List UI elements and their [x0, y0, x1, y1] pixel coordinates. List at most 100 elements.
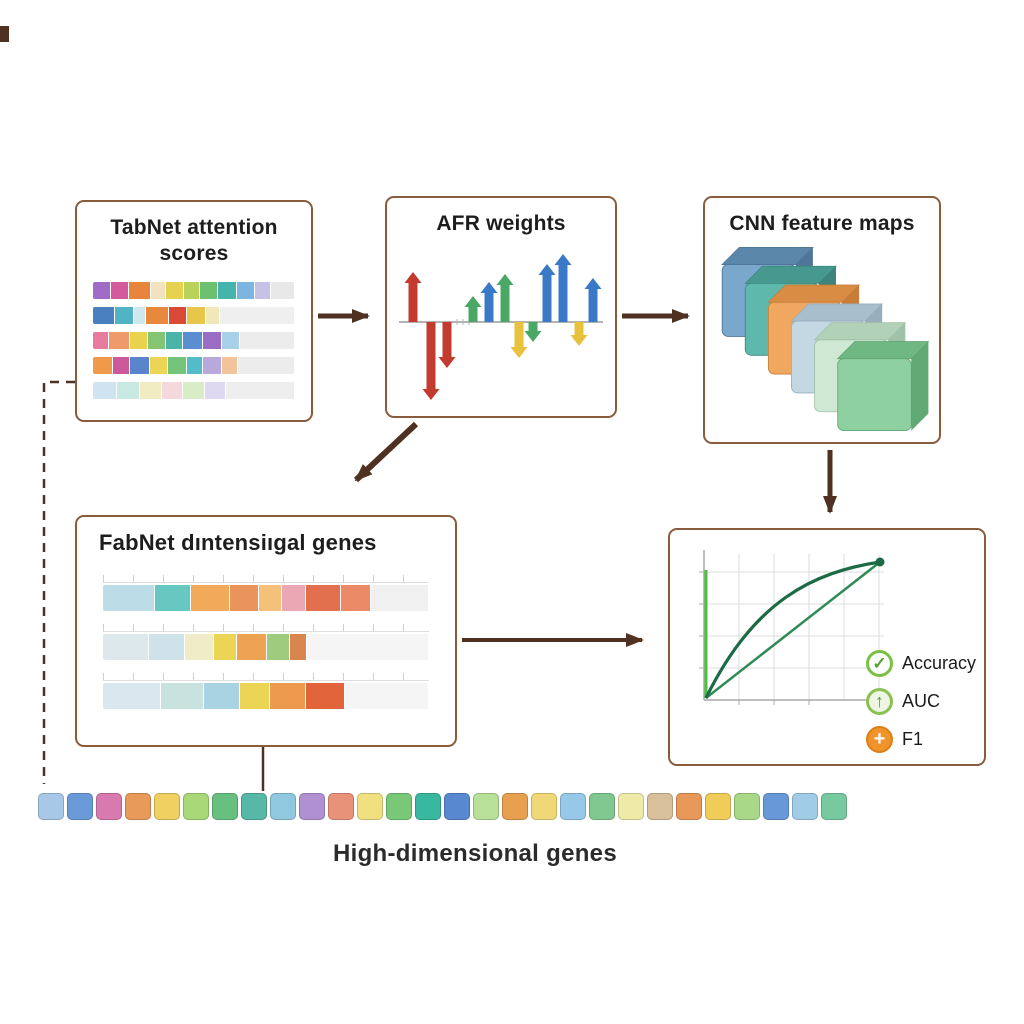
- afr-arrow: [570, 322, 588, 346]
- heatmap-row: [93, 282, 295, 299]
- fabnet-title: FabNet dıntensiıgal genes: [99, 530, 377, 555]
- gene-square: [67, 793, 93, 820]
- afr-arrow: [510, 322, 528, 358]
- legend-item-auc: ↑ AUC: [866, 688, 984, 715]
- fabnet-bar-segment: [237, 634, 266, 660]
- fabnet-bar: [103, 585, 429, 611]
- heatmap-cell: [221, 332, 239, 349]
- roc-curve-chart: [699, 550, 885, 705]
- cnn-box: CNN feature maps: [703, 196, 941, 444]
- fabnet-bar-ruler: [103, 575, 429, 583]
- afr-arrow: [554, 254, 572, 322]
- arrow-up-icon: ↑: [866, 688, 893, 715]
- heatmap-cell: [168, 307, 187, 324]
- fabnet-bar: [103, 634, 429, 660]
- check-icon: ✓: [866, 650, 893, 677]
- heatmap-cell: [93, 307, 115, 324]
- heatmap-cell: [146, 307, 168, 324]
- heatmap-cell: [93, 382, 117, 399]
- gene-square: [792, 793, 818, 820]
- afr-arrow: [496, 274, 514, 322]
- heatmap-cell: [203, 357, 221, 374]
- heatmap-cell: [148, 332, 166, 349]
- metrics-box: ✓ Accuracy ↑ AUC + F1: [668, 528, 986, 766]
- gene-square: [560, 793, 586, 820]
- fabnet-bar-segment: [161, 683, 203, 709]
- fabnet-bar-segment: [259, 585, 282, 611]
- legend-item-f1: + F1: [866, 726, 984, 753]
- heatmap-cell: [113, 357, 129, 374]
- heatmap-cell: [239, 332, 295, 349]
- fabnet-bar-segment: [305, 585, 341, 611]
- legend-label-auc: AUC: [902, 691, 941, 711]
- heatmap-cell: [218, 282, 236, 299]
- gene-square: [821, 793, 847, 820]
- heatmap-cell: [187, 307, 205, 324]
- heatmap-row: [93, 332, 295, 349]
- fabnet-bar-segment: [229, 585, 259, 611]
- heatmap-cell: [168, 357, 186, 374]
- plus-icon: +: [866, 726, 893, 753]
- corner-artifact-mark: [0, 26, 9, 42]
- gene-square: [676, 793, 702, 820]
- gene-square: [96, 793, 122, 820]
- fabnet-bar-segment: [148, 634, 184, 660]
- fabnet-bar-ruler: [103, 673, 429, 681]
- heatmap-cell: [238, 357, 295, 374]
- cnn-feature-maps-graphic: [721, 246, 930, 432]
- heatmap-cell: [203, 332, 221, 349]
- heatmap-cell: [117, 382, 139, 399]
- fabnet-bar-segment: [203, 683, 239, 709]
- gene-square: [357, 793, 383, 820]
- gene-square: [763, 793, 789, 820]
- heatmap-cell: [165, 282, 183, 299]
- fabnet-bar-segment: [290, 634, 307, 660]
- heatmap-row: [93, 357, 295, 374]
- heatmap-cell: [205, 382, 225, 399]
- heatmap-cell: [162, 382, 182, 399]
- fabnet-bar: [103, 683, 429, 709]
- gene-square: [241, 793, 267, 820]
- heatmap-cell: [129, 332, 148, 349]
- gene-square: [38, 793, 64, 820]
- fabnet-bar-segment: [103, 683, 161, 709]
- dashed-connector-tabnet-to-genes: [42, 380, 75, 784]
- fabnet-box: FabNet dıntensiıgal genes: [75, 515, 457, 747]
- gene-square: [502, 793, 528, 820]
- heatmap-cell: [129, 282, 151, 299]
- fabnet-bar-segment: [282, 585, 305, 611]
- gene-square: [618, 793, 644, 820]
- heatmap-cell: [129, 357, 150, 374]
- gene-square: [154, 793, 180, 820]
- gene-square: [125, 793, 151, 820]
- gene-square: [531, 793, 557, 820]
- afr-title: AFR weights: [436, 212, 566, 235]
- fabnet-bar-segment: [214, 634, 237, 660]
- heatmap-cell: [133, 307, 146, 324]
- legend-item-accuracy: ✓ Accuracy: [866, 650, 984, 677]
- heatmap-cell: [93, 282, 111, 299]
- heatmap-cell: [93, 332, 109, 349]
- tabnet-title: TabNet attention scores: [110, 216, 278, 265]
- gene-square: [734, 793, 760, 820]
- fabnet-bar-segment: [305, 683, 345, 709]
- cnn-title: CNN feature maps: [729, 212, 915, 235]
- fabnet-bars-chart: [103, 575, 429, 722]
- afr-arrow: [480, 282, 498, 322]
- heatmap-cell: [150, 357, 168, 374]
- afr-arrow: [422, 322, 440, 400]
- heatmap-cell: [220, 307, 294, 324]
- heatmap-cell: [183, 282, 200, 299]
- heatmap-cell: [139, 382, 162, 399]
- gene-square: [444, 793, 470, 820]
- fabnet-bar-segment: [341, 585, 370, 611]
- heatmap-cell: [236, 282, 254, 299]
- afr-arrow: [538, 264, 556, 322]
- fabnet-bar-segment: [266, 634, 290, 660]
- heatmap-cell: [151, 282, 165, 299]
- heatmap-cell: [186, 357, 203, 374]
- cnn-cube-front: [837, 358, 912, 432]
- gene-square: [299, 793, 325, 820]
- gene-square: [473, 793, 499, 820]
- heatmap-cell: [115, 307, 133, 324]
